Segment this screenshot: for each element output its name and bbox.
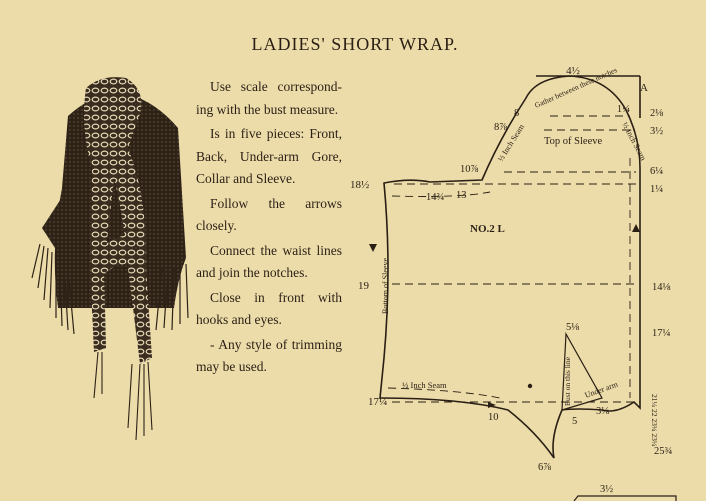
instruction-paragraph: Is in five pieces: Front, Back, Under-ar… xyxy=(196,126,342,186)
measure-10-seven-eighths: 10⅞ xyxy=(460,164,479,175)
measure-18-half: 18½ xyxy=(350,179,369,191)
measure-13: 13 xyxy=(456,190,467,201)
measure-3-half-bottom: 3½ xyxy=(600,484,613,495)
next-piece-edge xyxy=(573,495,677,501)
measure-1-quarter: 1¼ xyxy=(617,104,630,115)
instruction-paragraph: Follow the arrows closely. xyxy=(196,195,342,234)
measure-19: 19 xyxy=(358,280,370,292)
measure-2-eighth: 2⅛ xyxy=(650,108,663,119)
measure-3-eighth: 3⅛ xyxy=(596,406,609,417)
measure-3-half: 3½ xyxy=(650,126,663,137)
measure-8: 8 xyxy=(514,108,519,119)
inch-seam-right-label: ½ Inch Seam xyxy=(620,121,648,163)
measure-5-eighth: 5⅛ xyxy=(566,322,579,333)
bottom-of-sleeve-label: Bottom of Sleeve xyxy=(381,258,390,314)
notch-dot xyxy=(527,383,533,389)
instruction-paragraph: - Any style of trimming may be used. xyxy=(196,336,342,375)
measure-8-seven-eighths: 8⅞ xyxy=(494,122,507,133)
corner-a-label: A xyxy=(640,82,648,94)
measure-17-quarter-right: 17¼ xyxy=(652,328,671,339)
instruction-paragraph: Use scale correspond-ing with the bust m… xyxy=(196,79,342,117)
measure-1-quarter-b: 1¼ xyxy=(650,184,663,195)
piece-number-label: NO.2 L xyxy=(470,223,505,235)
measure-4-half: 4½ xyxy=(566,65,580,77)
measure-right-stack: 21¼ 22 23¾ 23¼ xyxy=(650,394,659,447)
sleeve-pattern-diagram: 4½ A 1¼ 2⅛ 3½ 8 8⅞ 10⅞ Top of Sleeve ½ I… xyxy=(350,65,677,501)
measure-14-eighth: 14⅛ xyxy=(652,282,671,293)
measure-25-three-quarters: 25¾ xyxy=(654,446,673,457)
measure-10: 10 xyxy=(488,412,499,423)
top-of-sleeve-label: Top of Sleeve xyxy=(544,136,603,147)
measure-6-seven-eighths: 6⅞ xyxy=(538,462,551,473)
bust-on-line-label: Bust on this line xyxy=(563,356,572,406)
instruction-paragraph: Connect the waist lines and join the not… xyxy=(196,242,342,281)
wrap-illustration xyxy=(28,68,198,448)
measure-14-three-quarters: 14¾ xyxy=(426,192,445,203)
inch-seam-bottom-label: ½ Inch Seam xyxy=(402,380,447,390)
measure-5: 5 xyxy=(572,416,577,427)
measure-6-quarter: 6¼ xyxy=(650,166,663,177)
instructions-text: Use scale correspond-ing with the bust m… xyxy=(196,76,342,379)
instruction-paragraph: Close in front with hooks and eyes. xyxy=(196,289,342,328)
page-title: LADIES' SHORT WRAP. xyxy=(251,34,459,54)
measure-17-quarter-left: 17¼ xyxy=(368,396,387,408)
